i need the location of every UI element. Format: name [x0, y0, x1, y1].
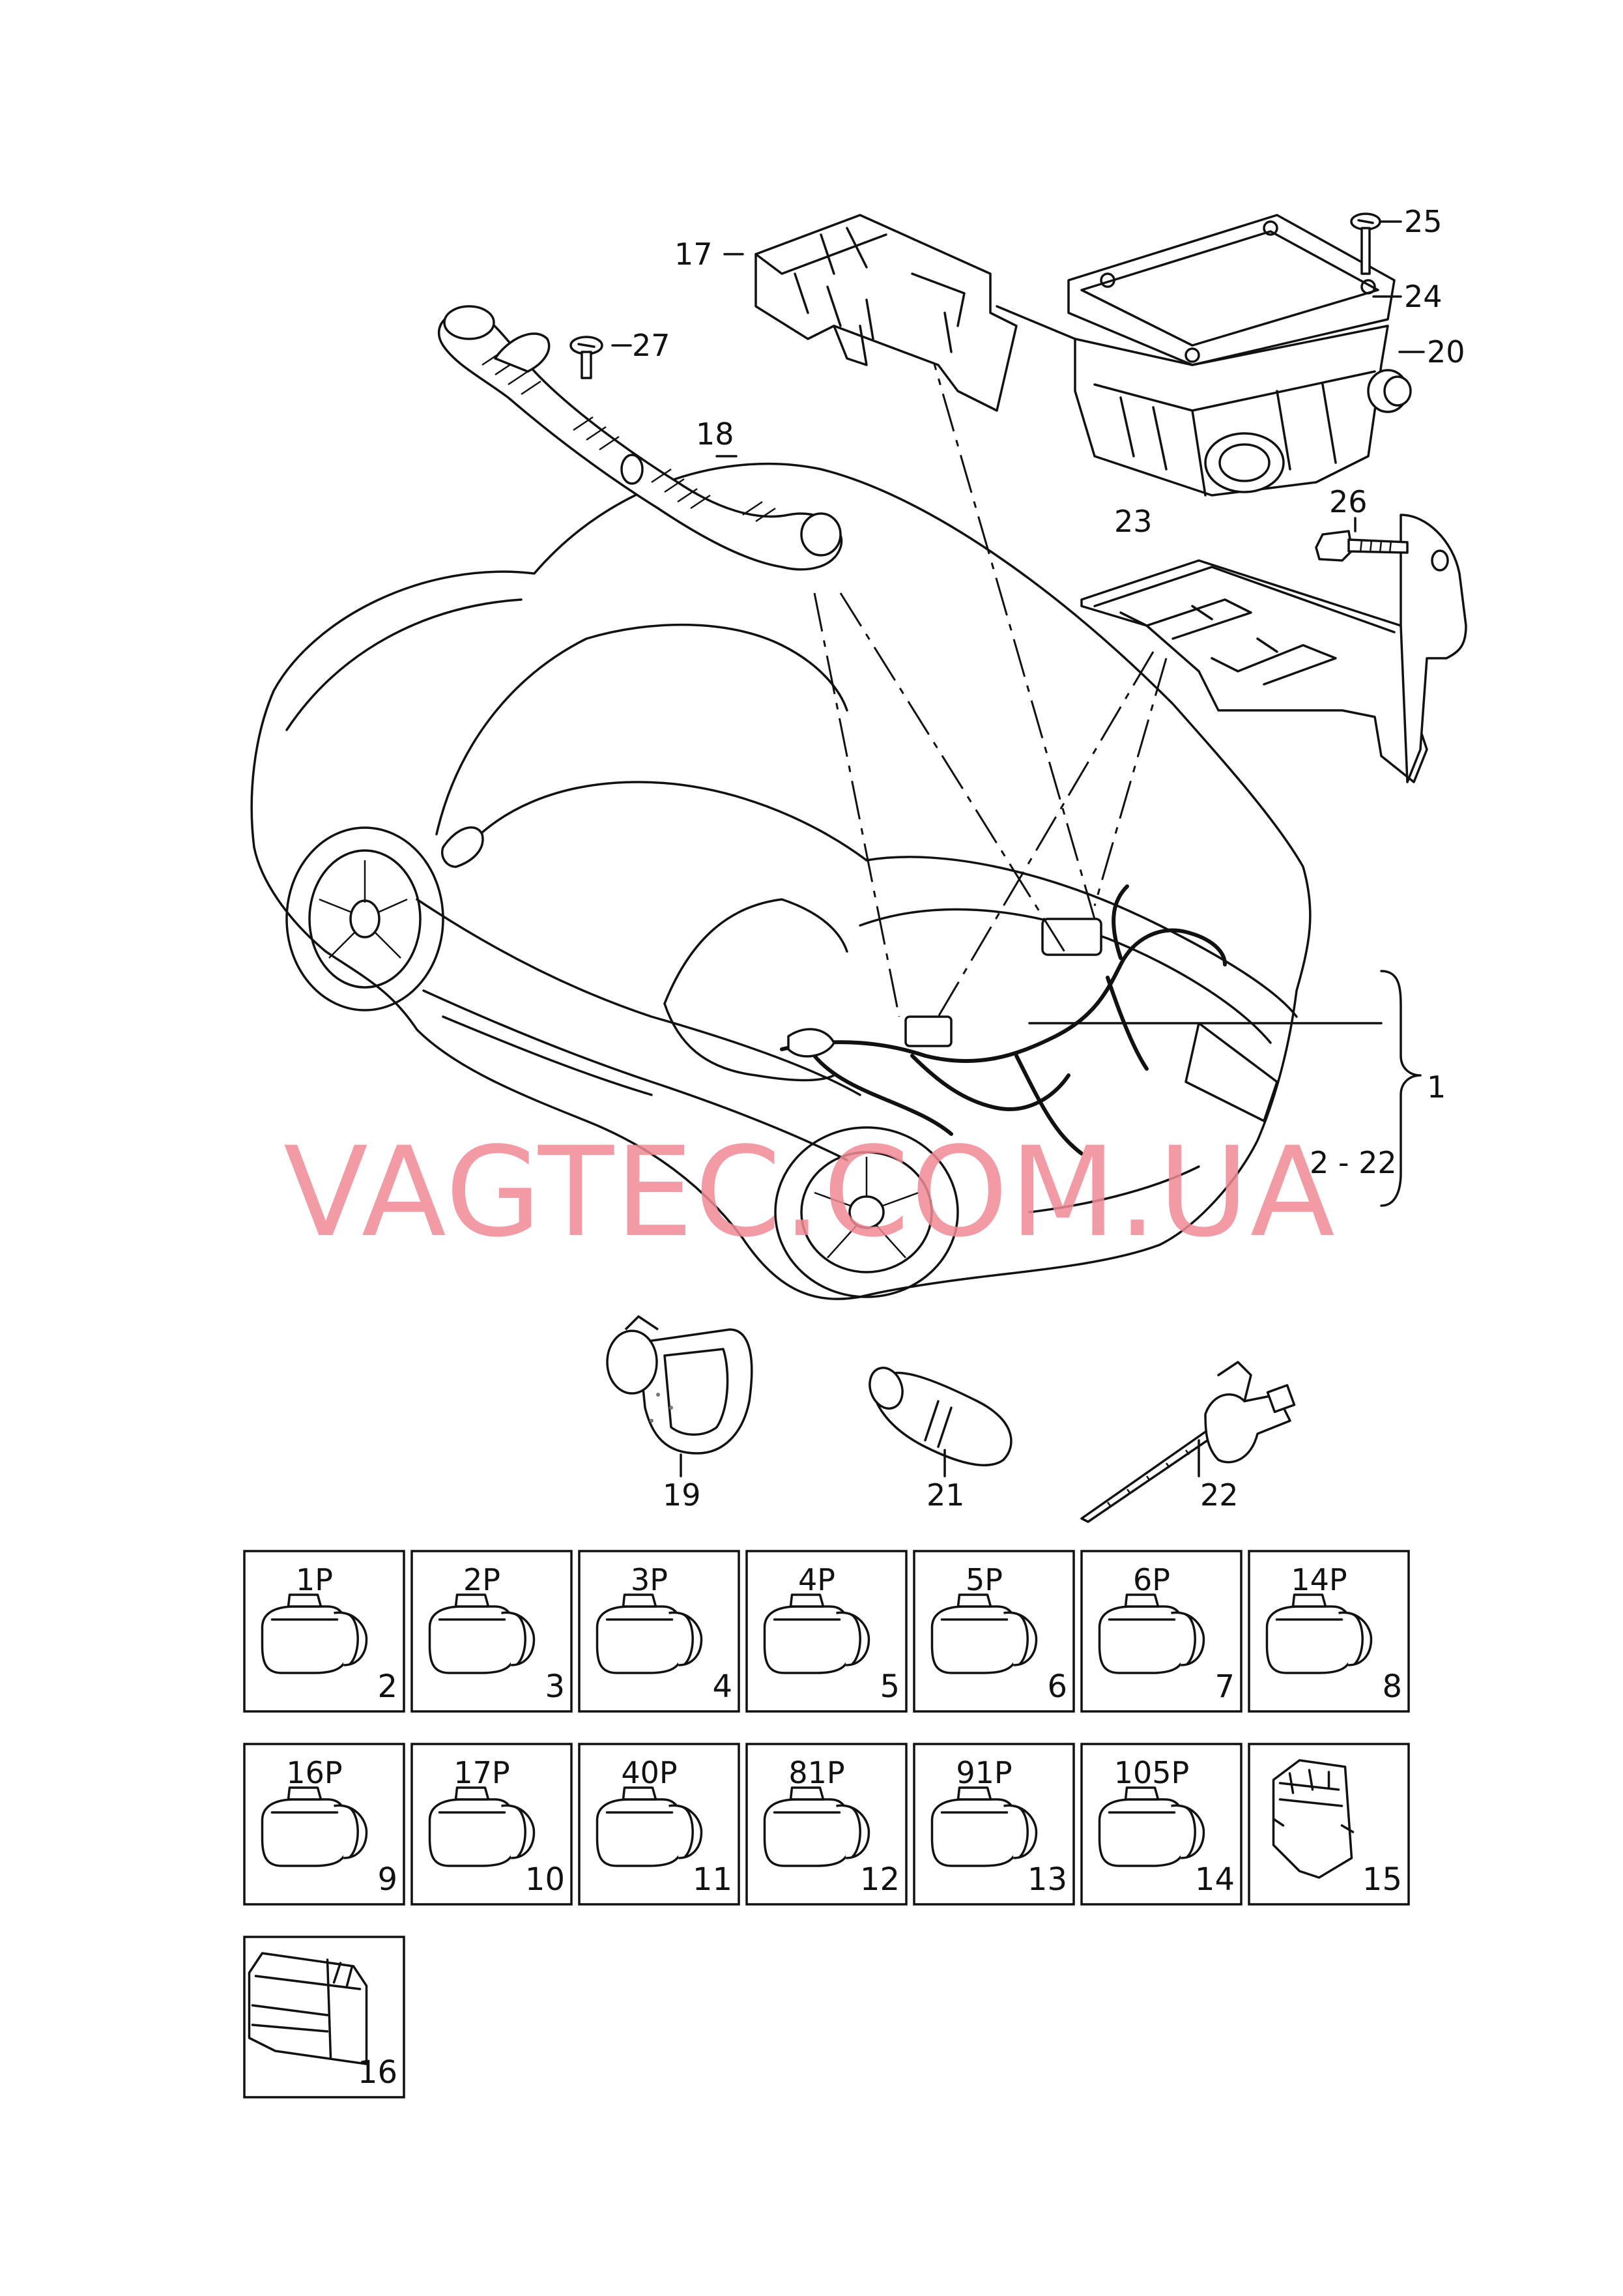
- wiring-harness: [780, 884, 1227, 1155]
- connector-cell: 40P 11: [578, 1743, 740, 1906]
- connector-cell: 105P 14: [1080, 1743, 1242, 1906]
- connector-index: 2: [377, 1668, 397, 1705]
- grommet-19: [606, 1315, 753, 1477]
- connector-pin-count: 4P: [798, 1562, 835, 1597]
- connector-pin-count: 2P: [463, 1562, 500, 1597]
- hose-18: [438, 305, 843, 571]
- callout-25: 25: [1404, 204, 1443, 239]
- cable-tie-22: [1080, 1361, 1296, 1523]
- car-illustration: [250, 332, 1422, 1300]
- connector-index: 10: [525, 1861, 565, 1898]
- rear-wheel: [774, 1126, 959, 1298]
- connector-pin-count: 40P: [621, 1755, 677, 1790]
- connector-index: 13: [1027, 1861, 1067, 1898]
- front-wheel: [285, 826, 444, 1011]
- connector-pin-count: 6P: [1133, 1562, 1170, 1597]
- connector-cell: 5P 6: [913, 1550, 1075, 1713]
- callout-18: 18: [696, 416, 734, 452]
- bolt-26: [1315, 517, 1409, 562]
- callout-19: 19: [663, 1477, 701, 1513]
- connector-cell: 91P 13: [913, 1743, 1075, 1906]
- connector-cell: 2P 3: [410, 1550, 573, 1713]
- connector-pin-count: 3P: [631, 1562, 668, 1597]
- connector-pin-count: 17P: [453, 1755, 510, 1790]
- connector-index: 11: [693, 1861, 732, 1898]
- callout-22: 22: [1200, 1477, 1239, 1513]
- callout-27: 27: [632, 328, 670, 363]
- connector-cell: 3P 4: [578, 1550, 740, 1713]
- connector-pin-count: 105P: [1114, 1755, 1190, 1790]
- connector-cell: 14P 8: [1248, 1550, 1410, 1713]
- connector-index: 9: [377, 1861, 397, 1898]
- connector-index: 3: [545, 1668, 565, 1705]
- connector-pin-count: 16P: [286, 1755, 342, 1790]
- connector-index: 12: [860, 1861, 900, 1898]
- callout-21: 21: [926, 1477, 965, 1513]
- connector-pin-count: 5P: [966, 1562, 1003, 1597]
- bracket-23: [1080, 514, 1467, 783]
- connector-index: 8: [1382, 1668, 1402, 1705]
- connector-index: 7: [1214, 1668, 1235, 1705]
- callout-23: 23: [1114, 504, 1153, 539]
- connector-pin-count: 91P: [956, 1755, 1012, 1790]
- screw-27: [569, 336, 632, 379]
- connector-cell: 16P 9: [243, 1743, 405, 1906]
- connector-pin-count: 14P: [1291, 1562, 1347, 1597]
- callout-17: 17: [674, 237, 713, 272]
- watermark-text: VAGTEC.COM.UA: [283, 1120, 1336, 1264]
- connector-cell: 16: [243, 1936, 405, 2099]
- sleeve-21: [869, 1367, 1013, 1477]
- callout-1: 1: [1427, 1069, 1446, 1105]
- callout-2-22: 2 - 22: [1310, 1145, 1397, 1180]
- connector-index: 14: [1195, 1861, 1235, 1898]
- connector-cell: 81P 12: [745, 1743, 908, 1906]
- callout-26: 26: [1329, 484, 1368, 519]
- connector-cell: 15: [1248, 1743, 1410, 1906]
- callout-20: 20: [1427, 334, 1465, 370]
- control-unit-20: [1067, 214, 1425, 497]
- connector-index: 16: [358, 2054, 397, 2091]
- relay-carrier-17: [723, 214, 1018, 412]
- connector-cell: 4P 5: [745, 1550, 908, 1713]
- connector-pin-count: 81P: [788, 1755, 844, 1790]
- callout-24: 24: [1404, 279, 1443, 314]
- connector-cell: 1P 2: [243, 1550, 405, 1713]
- screw-25: [1350, 212, 1402, 275]
- connector-grid: 1P 2 2P 3 3P 4 4P 5 5P 6 6P 7 14P 8 16P 9 17P 10 40P 11 81P 1…: [243, 1550, 1410, 2099]
- connector-index: 15: [1362, 1861, 1402, 1898]
- connector-cell: 6P 7: [1080, 1550, 1242, 1713]
- connector-pin-count: 1P: [296, 1562, 333, 1597]
- connector-index: 4: [712, 1668, 732, 1705]
- connector-cell: 17P 10: [410, 1743, 573, 1906]
- connector-index: 5: [880, 1668, 900, 1705]
- connector-index: 6: [1047, 1668, 1067, 1705]
